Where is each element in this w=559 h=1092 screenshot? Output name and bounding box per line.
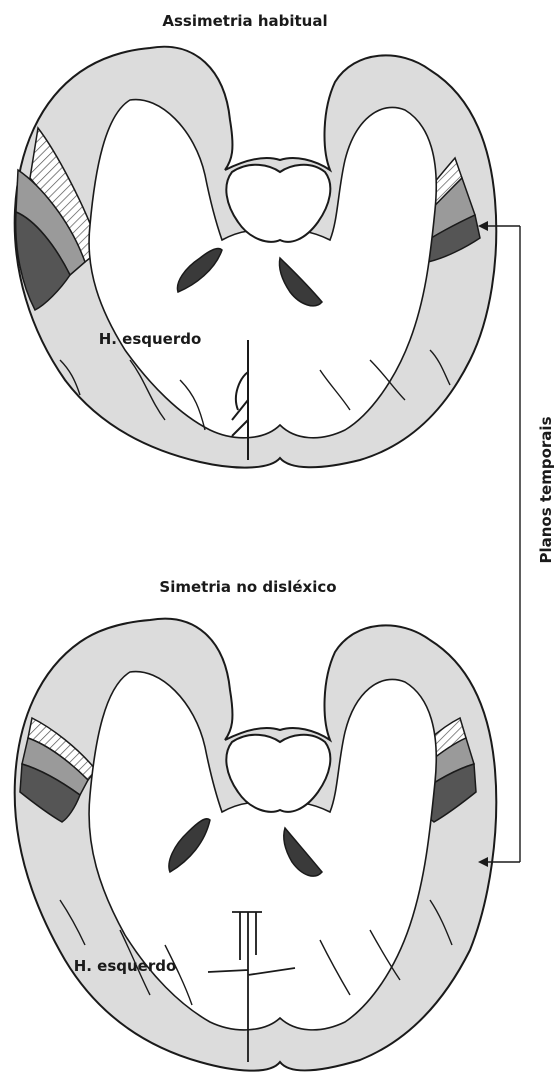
bottom-panel-title: Simetria no disléxico bbox=[159, 578, 336, 596]
bottom-brain-section: Simetria no disléxico H. esquerdo bbox=[15, 578, 497, 1071]
planos-temporais-label: Planos temporais bbox=[537, 416, 555, 563]
top-hemisphere-label: H. esquerdo bbox=[99, 330, 202, 348]
bottom-hemisphere-label: H. esquerdo bbox=[74, 957, 177, 975]
top-panel-title: Assimetria habitual bbox=[162, 12, 327, 30]
top-brain-section: Assimetria habitual H. esquerdo bbox=[15, 12, 497, 468]
